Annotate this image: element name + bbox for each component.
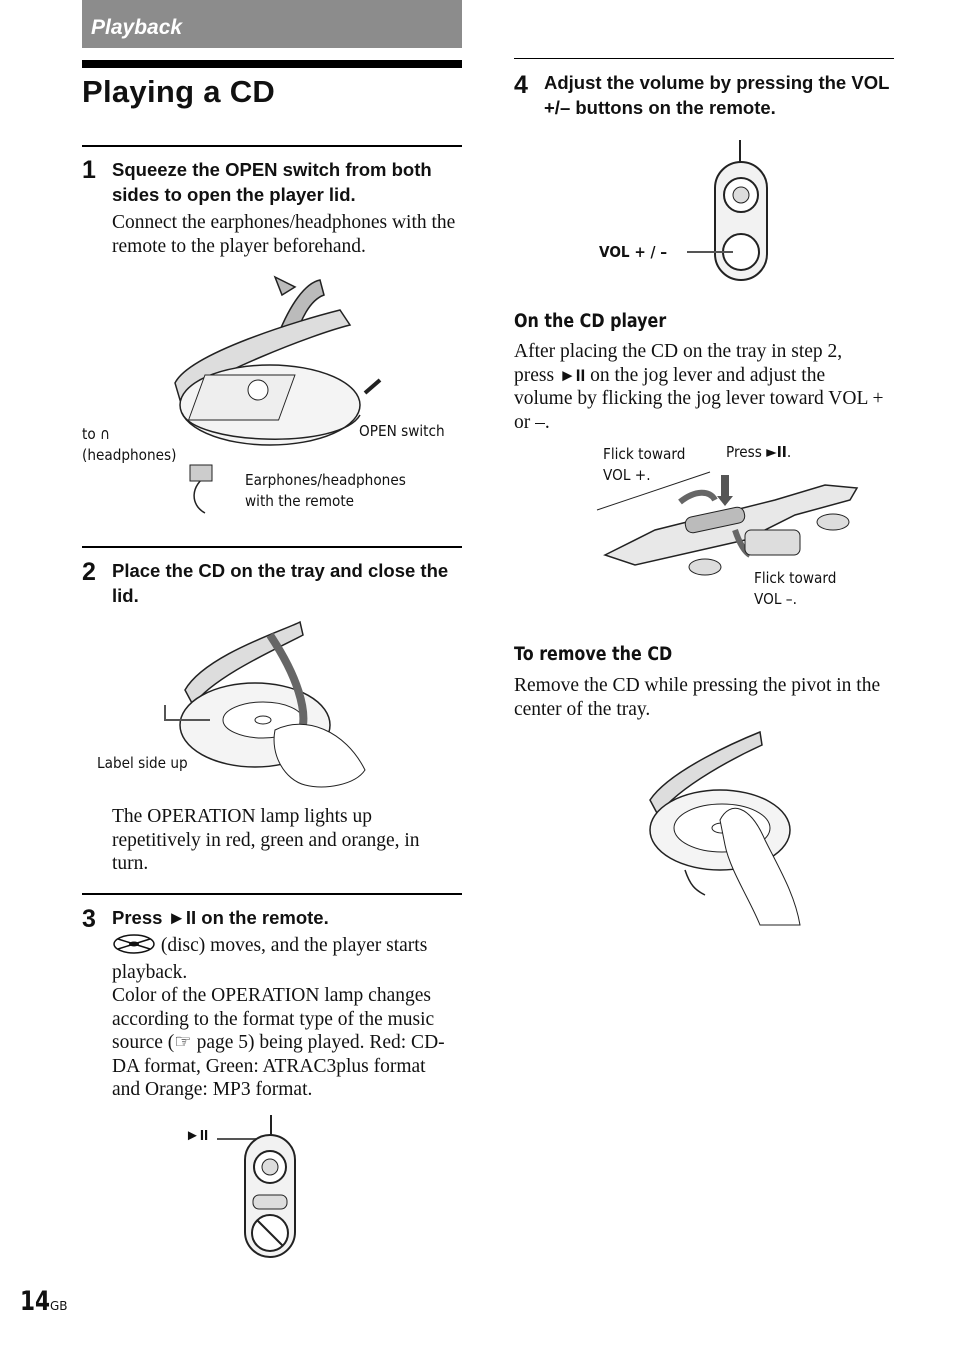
subheading: To remove the CD bbox=[514, 644, 673, 665]
section-bar: Playback bbox=[82, 0, 462, 48]
cd-player-open-illustration bbox=[174, 275, 382, 514]
place-cd-illustration bbox=[164, 620, 366, 788]
page-language: GB bbox=[50, 1299, 68, 1313]
section-label: Playback bbox=[91, 16, 183, 39]
vol-label: VOL + / – bbox=[599, 243, 668, 261]
step-number: 3 bbox=[82, 905, 96, 933]
step-heading: Adjust the volume by pressing the VOL +/… bbox=[544, 72, 890, 118]
label-side-up: Label side up bbox=[97, 754, 188, 772]
remove-body: Remove the CD while pressing the pivot i… bbox=[514, 675, 881, 720]
label-with-remote: with the remote bbox=[245, 492, 355, 510]
label-earphones: Earphones/headphones bbox=[245, 471, 406, 489]
page-number: 14 bbox=[20, 1286, 51, 1317]
step-number: 1 bbox=[82, 156, 96, 184]
step-number: 2 bbox=[82, 558, 96, 586]
step-body: The OPERATION lamp lights up repetitivel… bbox=[112, 806, 420, 874]
step-number: 4 bbox=[514, 71, 528, 99]
headphone-icon: ∩ bbox=[100, 425, 111, 443]
label-to: to ∩ bbox=[82, 425, 111, 443]
play-pause-icon: ►II bbox=[558, 365, 586, 385]
step-heading: Press ►II on the remote. bbox=[112, 907, 329, 928]
flick-minus-line2: VOL –. bbox=[754, 590, 797, 608]
remote-volume-illustration bbox=[687, 140, 768, 281]
divider bbox=[82, 145, 462, 147]
flick-plus-line2: VOL +. bbox=[603, 466, 651, 484]
step-heading: Place the CD on the tray and close the l… bbox=[112, 560, 449, 606]
title-rule bbox=[82, 60, 462, 68]
divider bbox=[82, 546, 462, 548]
jog-lever-illustration bbox=[596, 471, 859, 576]
press-label: Press ►II. bbox=[726, 443, 792, 461]
subheading: On the CD player bbox=[514, 311, 667, 332]
pointing-hand-icon: ☞ bbox=[174, 1032, 192, 1053]
step-heading: Squeeze the OPEN switch from both sides … bbox=[112, 159, 432, 205]
flick-minus-line1: Flick toward bbox=[754, 569, 837, 587]
label-open-switch: OPEN switch bbox=[359, 422, 445, 440]
step-body: (disc) moves, and the player starts play… bbox=[112, 934, 445, 1100]
page-title: Playing a CD bbox=[82, 74, 276, 109]
step-body: Connect the earphones/headphones with th… bbox=[112, 212, 456, 257]
remove-cd-illustration bbox=[649, 730, 801, 926]
flick-plus-line1: Flick toward bbox=[603, 445, 686, 463]
divider bbox=[514, 58, 894, 59]
divider bbox=[82, 893, 462, 895]
cd-player-body: After placing the CD on the tray in step… bbox=[514, 341, 884, 433]
play-pause-icon: ►II bbox=[766, 443, 787, 461]
label-headphones: (headphones) bbox=[82, 446, 177, 464]
play-pause-icon: ►II bbox=[167, 907, 197, 928]
play-pause-label: ►II bbox=[185, 1127, 209, 1144]
remote-illustration bbox=[217, 1115, 296, 1258]
disc-icon bbox=[112, 934, 156, 961]
